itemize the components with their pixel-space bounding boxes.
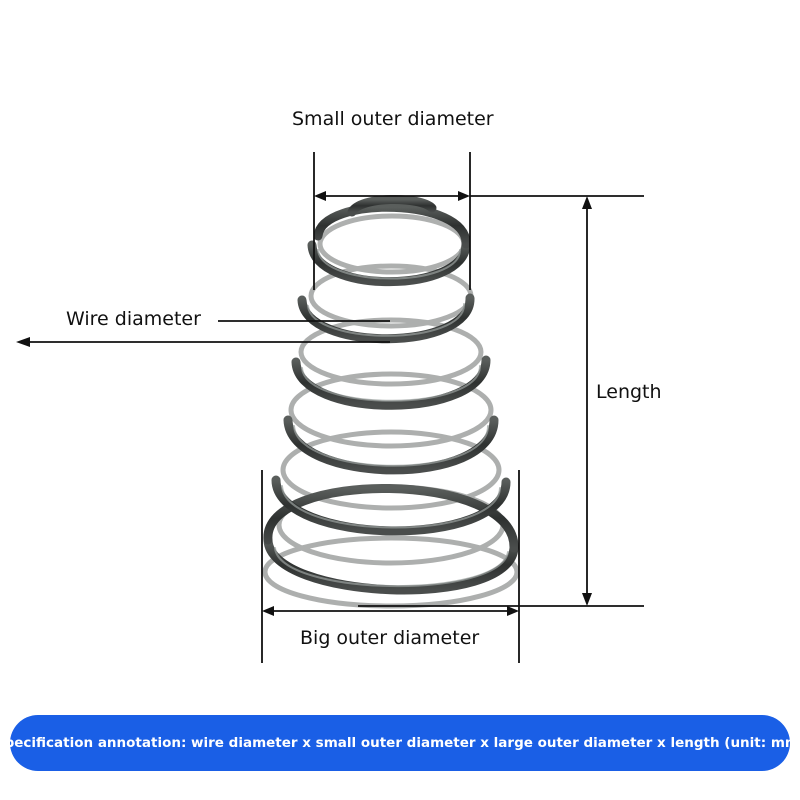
length-label: Length xyxy=(596,381,662,403)
dimension-lines xyxy=(24,152,644,663)
spec-banner-bg xyxy=(10,715,790,771)
small-outer-diameter-label: Small outer diameter xyxy=(292,108,494,130)
arrowheads xyxy=(16,191,592,616)
big-outer-diameter-label: Big outer diameter xyxy=(300,627,480,649)
spec-banner: Specification annotation: wire diameter … xyxy=(0,715,800,771)
conical-spring xyxy=(262,195,520,609)
wire-diameter-label: Wire diameter xyxy=(66,308,201,330)
spec-banner-text: Specification annotation: wire diameter … xyxy=(0,735,800,751)
